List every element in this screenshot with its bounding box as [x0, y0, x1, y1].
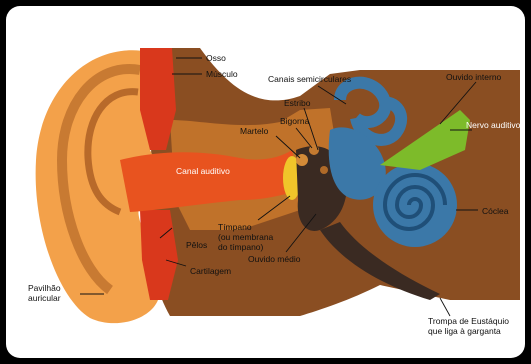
label-timpano-1: Tímpano	[218, 222, 252, 232]
label-ouvido-interno: Ouvido interno	[446, 72, 502, 82]
ossicle-estribo	[320, 166, 328, 174]
label-trompa-1: Trompa de Eustáquio	[428, 316, 509, 326]
label-ouvido-medio: Ouvido médio	[248, 254, 301, 264]
label-musculo: Músculo	[206, 69, 238, 79]
ear-anatomy-diagram: Osso Músculo Canais semicirculares Ouvid…	[6, 6, 525, 358]
label-canais-semicirculares: Canais semicirculares	[268, 74, 351, 84]
diagram-frame: Osso Músculo Canais semicirculares Ouvid…	[6, 6, 525, 358]
label-martelo: Martelo	[240, 126, 269, 136]
label-bigorna: Bigorna	[280, 116, 310, 126]
label-nervo-auditivo: Nervo auditivo	[466, 120, 521, 130]
label-estribo: Estribo	[284, 98, 311, 108]
label-coclea: Cóclea	[482, 206, 509, 216]
label-canal-auditivo: Canal auditivo	[176, 166, 230, 176]
label-pavilhao-1: Pavilhão	[28, 283, 61, 293]
label-cartilagem: Cartilagem	[190, 266, 231, 276]
label-pelos: Pêlos	[186, 240, 207, 250]
label-osso: Osso	[206, 53, 226, 63]
label-trompa-2: que liga à garganta	[428, 326, 501, 336]
label-timpano-2: (ou membrana	[218, 232, 274, 242]
label-pavilhao-2: auricular	[28, 293, 61, 303]
label-timpano-3: do tímpano)	[218, 242, 264, 252]
